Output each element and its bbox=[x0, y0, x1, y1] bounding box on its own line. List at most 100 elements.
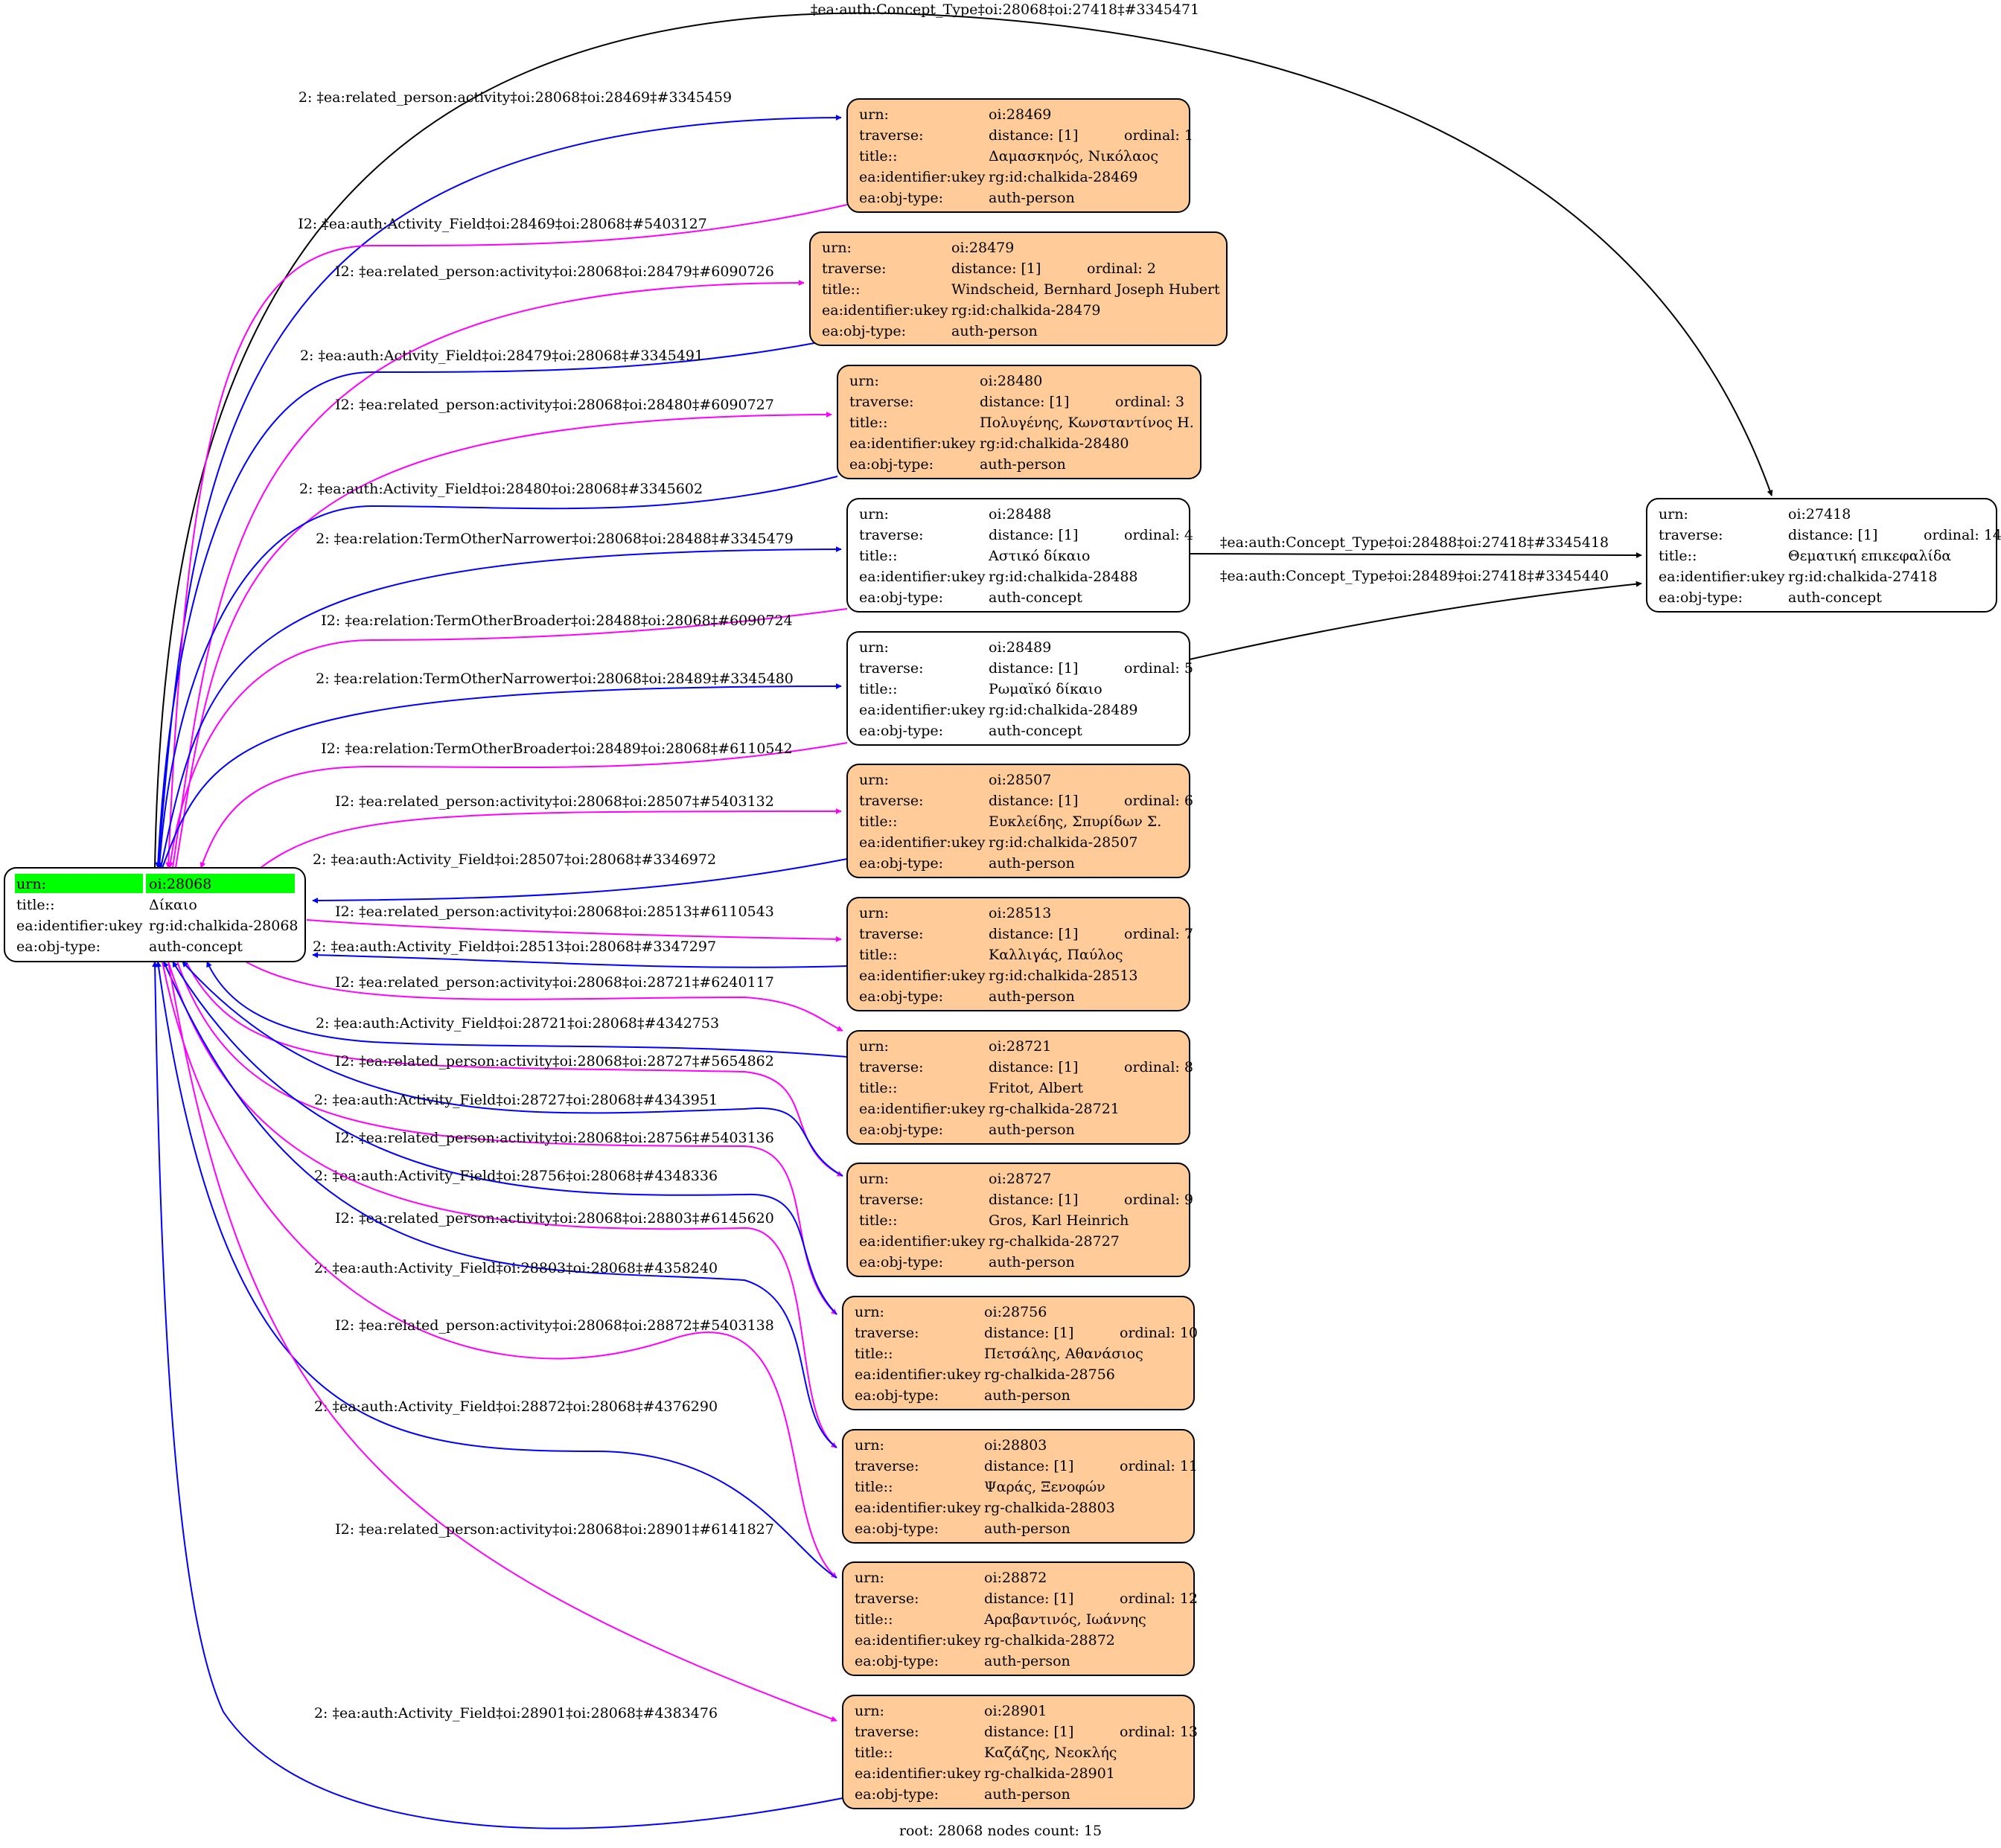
edge-e-i-28756: I2: ‡ea:related_person:activity‡oi:28068… bbox=[176, 961, 837, 1315]
node-field-value: oi:28872 bbox=[984, 1570, 1047, 1586]
node-field-label: ea:identifier:ukey bbox=[822, 302, 948, 319]
node-field-label: title:: bbox=[855, 1479, 893, 1495]
node-field-label: title:: bbox=[849, 415, 887, 431]
node-field-value: Ευκλείδης, Σπυρίδων Σ. bbox=[989, 813, 1161, 830]
edge-line bbox=[152, 961, 843, 1829]
root-field-label: ea:obj-type: bbox=[16, 939, 100, 955]
node-field-value: rg-chalkida-28756 bbox=[984, 1366, 1115, 1383]
node-field-label: ea:identifier:ukey bbox=[859, 834, 986, 851]
edge-label: 2: ‡ea:related_person:activity‡oi:28068‡… bbox=[299, 89, 732, 106]
node-field-value: rg:id:chalkida-28488 bbox=[989, 569, 1138, 585]
node-field-label: ea:obj-type: bbox=[855, 1521, 939, 1537]
node-field-label: title:: bbox=[855, 1611, 893, 1628]
node-field-value: rg-chalkida-28803 bbox=[984, 1500, 1115, 1516]
edge-label: I2: ‡ea:related_person:activity‡oi:28068… bbox=[335, 904, 774, 920]
node-field-value: oi:28901 bbox=[984, 1703, 1047, 1719]
node-field-value: oi:28507 bbox=[989, 772, 1051, 788]
node-field-label: urn: bbox=[859, 639, 889, 656]
edge-line bbox=[162, 683, 842, 869]
node-ordinal: ordinal: 1 bbox=[1124, 127, 1193, 144]
edge-line bbox=[182, 961, 843, 1177]
node-field-value: Θεματική επικεφαλίδα bbox=[1788, 548, 1951, 564]
edge-line bbox=[157, 115, 842, 869]
node-field-value: auth-person bbox=[989, 988, 1075, 1005]
node-field-label: ea:obj-type: bbox=[855, 1387, 939, 1404]
node-field-value: Ρωμαϊκό δίκαιο bbox=[989, 681, 1102, 697]
edge-line bbox=[163, 961, 837, 1448]
node-field-label: traverse: bbox=[859, 1059, 924, 1075]
node-field-value: Αστικό δίκαιο bbox=[988, 548, 1091, 564]
edge-line bbox=[175, 412, 832, 869]
node-field-label: urn: bbox=[822, 240, 852, 256]
edge-label: 2: ‡ea:relation:TermOtherNarrower‡oi:280… bbox=[316, 671, 794, 687]
node-field-label: ea:obj-type: bbox=[859, 1122, 943, 1138]
node-field-value: oi:28727 bbox=[989, 1171, 1051, 1187]
node-field-label: ea:obj-type: bbox=[859, 855, 943, 872]
node-field-value: rg-chalkida-28721 bbox=[989, 1101, 1120, 1117]
edge-label: 2: ‡ea:auth:Activity_Field‡oi:28872‡oi:2… bbox=[314, 1398, 718, 1415]
edge-e-28488-27418: ‡ea:auth:Concept_Type‡oi:28488‡oi:27418‡… bbox=[1189, 534, 1642, 558]
node-field-value: oi:28803 bbox=[984, 1437, 1047, 1454]
edge-line bbox=[1189, 581, 1642, 660]
edge-line bbox=[172, 961, 837, 1315]
edge-e-i-28513: I2: ‡ea:related_person:activity‡oi:28068… bbox=[306, 904, 842, 942]
node-field-value: oi:28488 bbox=[989, 506, 1051, 522]
edge-e-f-28469: 2: ‡ea:related_person:activity‡oi:28068‡… bbox=[157, 89, 842, 869]
edge-label: I2: ‡ea:related_person:activity‡oi:28068… bbox=[335, 263, 774, 280]
edge-e-f-28488: 2: ‡ea:relation:TermOtherNarrower‡oi:280… bbox=[160, 531, 842, 869]
node-field-label: urn: bbox=[859, 905, 889, 921]
root-field-label: urn: bbox=[16, 876, 46, 892]
node-field-label: title:: bbox=[859, 681, 897, 697]
node-field-value: auth-person bbox=[989, 190, 1075, 206]
node-field-value: oi:28489 bbox=[989, 639, 1051, 656]
node-field-value: distance: [1] bbox=[989, 660, 1078, 677]
edge-line bbox=[245, 961, 843, 1032]
node-field-label: urn: bbox=[855, 1703, 884, 1719]
node-field-value: auth-person bbox=[989, 1254, 1075, 1270]
edge-line bbox=[176, 961, 837, 1315]
node-field-value: auth-concept bbox=[989, 723, 1082, 739]
node-field-value: Πετσάλης, Αθανάσιος bbox=[984, 1346, 1143, 1362]
node-field-label: urn: bbox=[849, 373, 879, 389]
edge-e-i-28872: I2: ‡ea:related_person:activity‡oi:28068… bbox=[162, 961, 837, 1579]
root-field-label: title:: bbox=[16, 897, 54, 913]
node-field-label: title:: bbox=[855, 1346, 893, 1362]
edge-line bbox=[167, 961, 837, 1722]
node-field-label: ea:obj-type: bbox=[859, 988, 943, 1005]
edge-label: I2: ‡ea:related_person:activity‡oi:28068… bbox=[335, 974, 774, 991]
node-field-label: ea:identifier:ukey bbox=[859, 169, 986, 185]
node-field-label: ea:obj-type: bbox=[849, 456, 934, 473]
node-field-label: title:: bbox=[859, 1212, 897, 1229]
node-field-value: oi:27418 bbox=[1788, 506, 1851, 522]
edge-label: 2: ‡ea:auth:Activity_Field‡oi:28727‡oi:2… bbox=[314, 1092, 718, 1108]
node-ordinal: ordinal: 11 bbox=[1120, 1458, 1198, 1474]
edge-e-i-28901: I2: ‡ea:related_person:activity‡oi:28068… bbox=[167, 961, 837, 1722]
node-ordinal: ordinal: 9 bbox=[1124, 1192, 1193, 1208]
node-field-label: ea:identifier:ukey bbox=[855, 1366, 981, 1383]
node-field-label: urn: bbox=[859, 1171, 889, 1187]
edge-e-f-28479: 2: ‡ea:auth:Activity_Field‡oi:28479‡oi:2… bbox=[155, 339, 834, 869]
node-field-value: Gros, Karl Heinrich bbox=[989, 1212, 1129, 1229]
node-field-value: auth-person bbox=[989, 1122, 1075, 1138]
node-field-value: Καζάζης, Νεοκλής bbox=[984, 1745, 1117, 1761]
edge-label: ‡ea:auth:Concept_Type‡oi:28489‡oi:27418‡… bbox=[1220, 568, 1609, 584]
node-field-value: rg:id:chalkida-27418 bbox=[1788, 569, 1938, 585]
node-root-28068[interactable]: urn:oi:28068title::Δίκαιοea:identifier:u… bbox=[4, 867, 306, 962]
edge-label: I2: ‡ea:related_person:activity‡oi:28068… bbox=[335, 1130, 774, 1146]
node-field-label: traverse: bbox=[849, 394, 914, 410]
